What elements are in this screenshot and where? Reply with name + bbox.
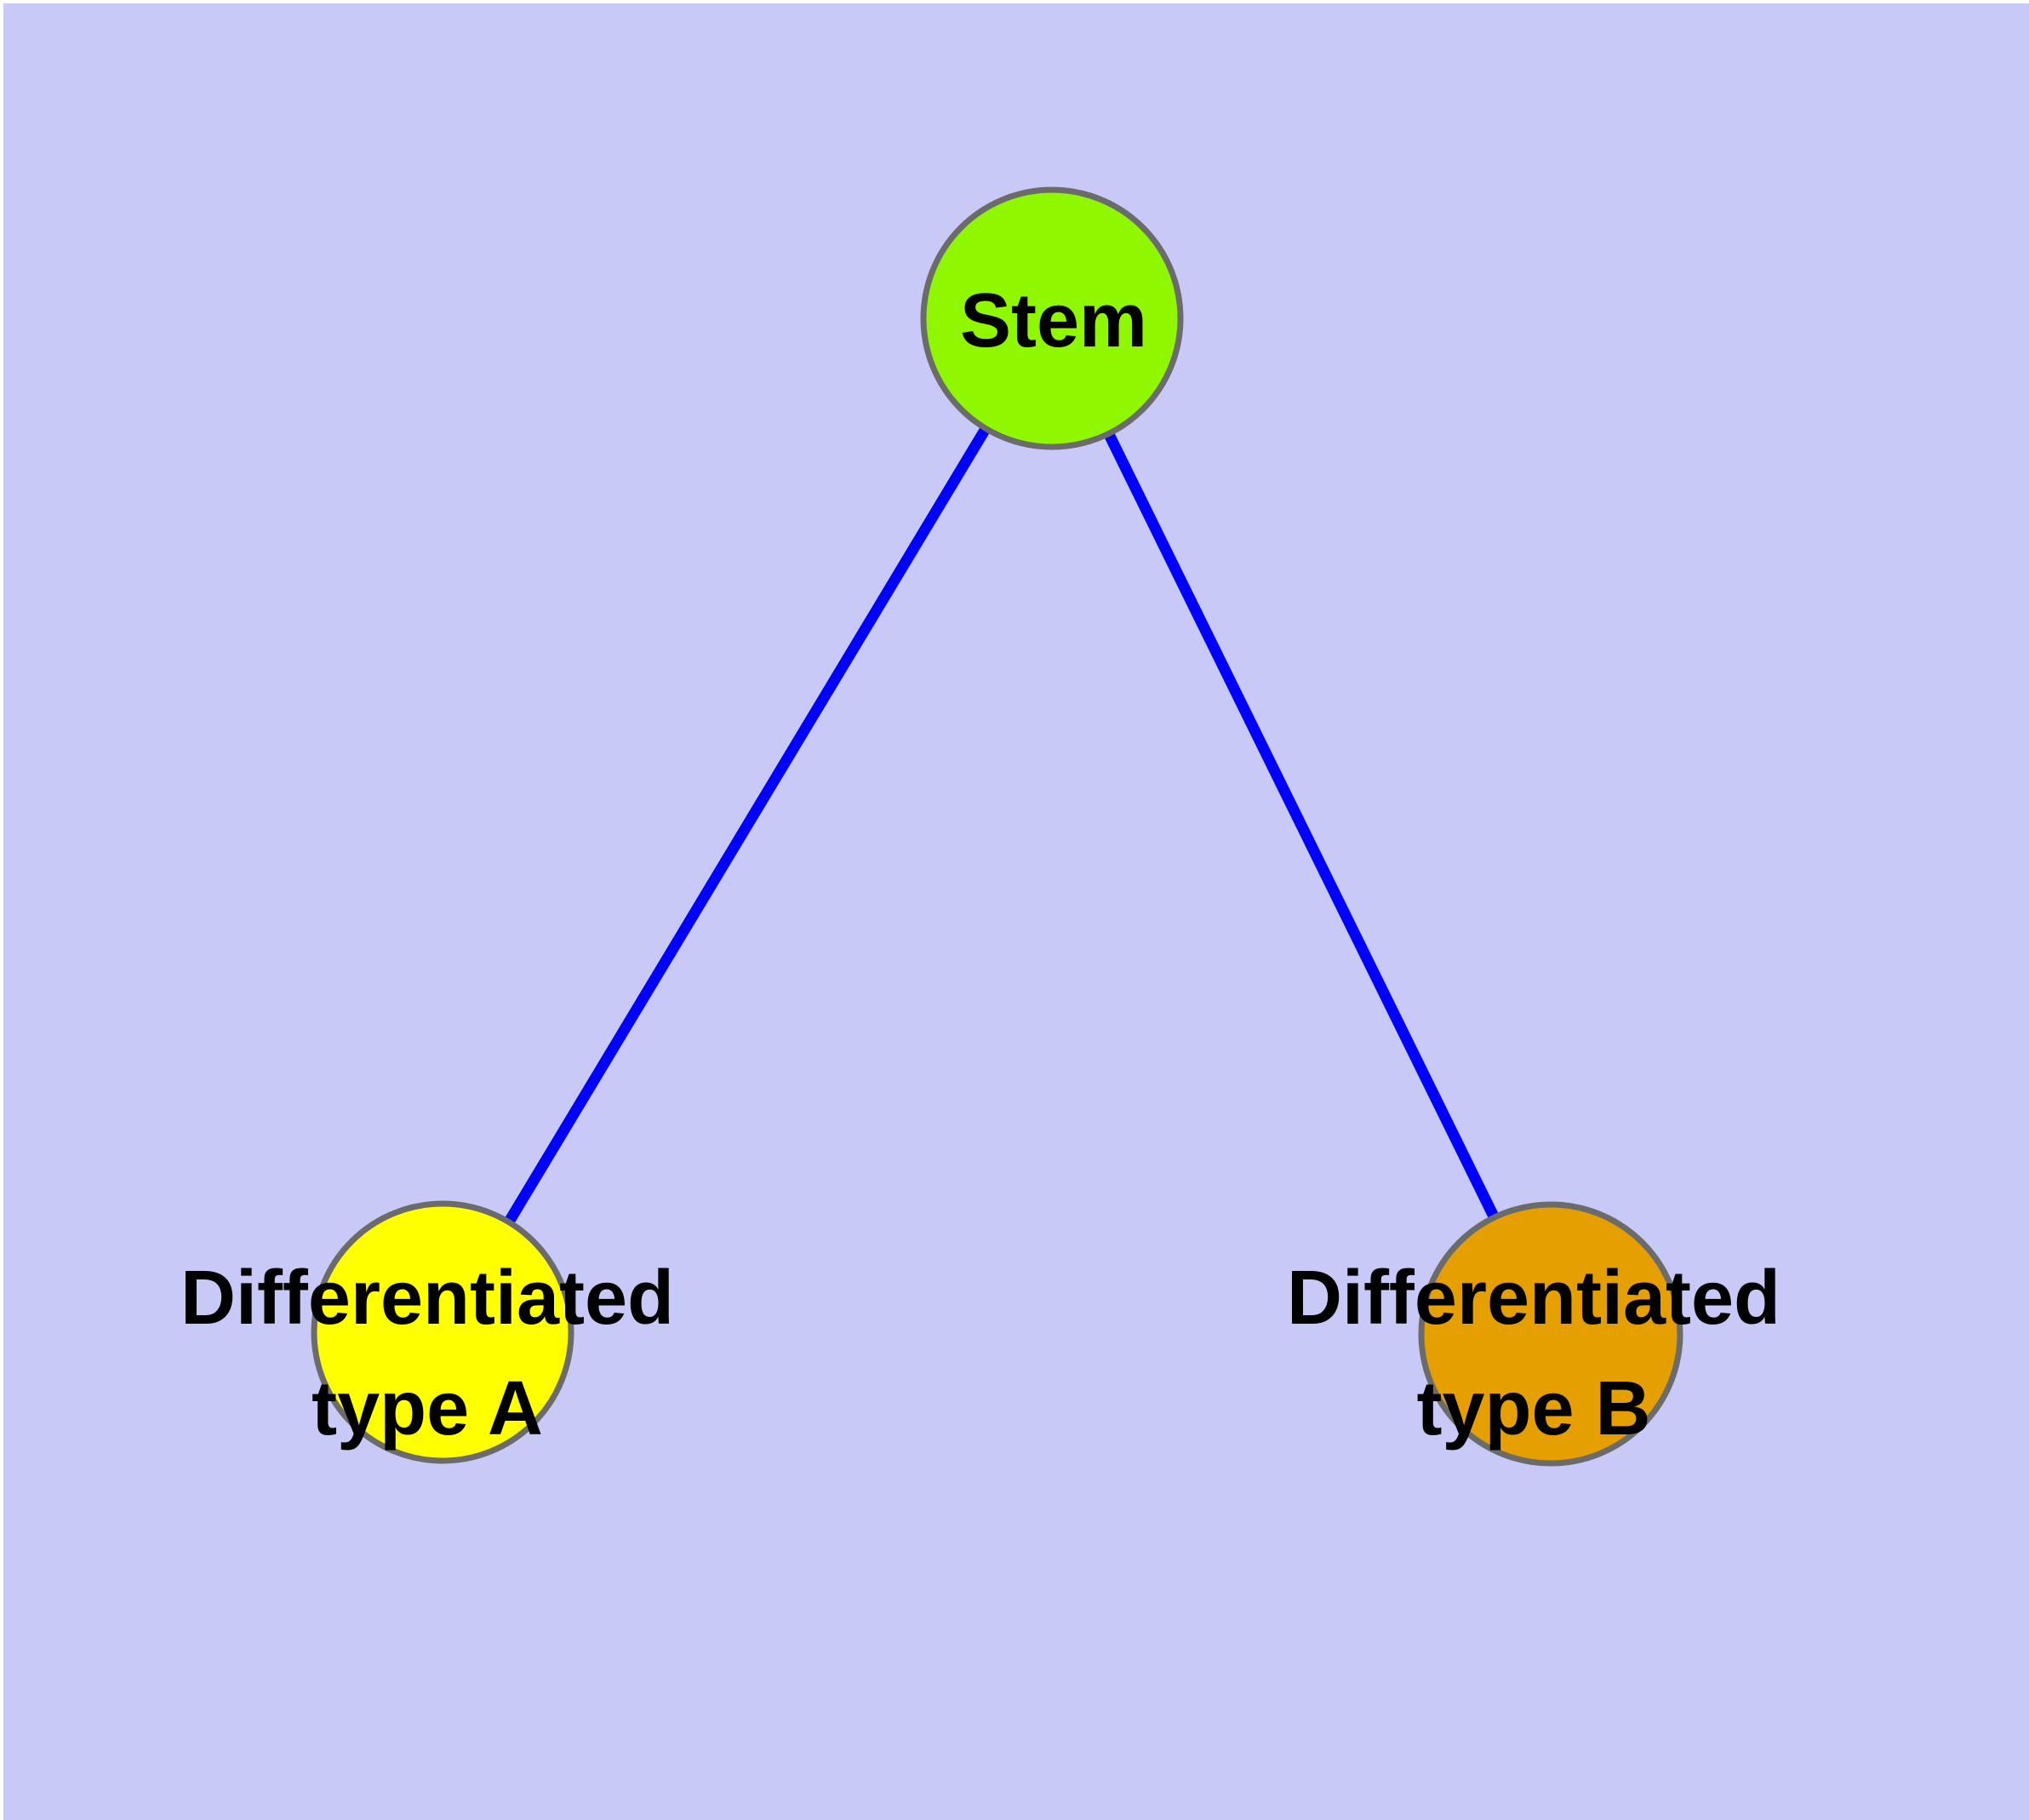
edge-stem-to-type-a [437,315,1057,1336]
node-type-a-label-line2: type A [311,1366,543,1451]
node-type-a-label-line1: Differentiated [180,1256,674,1341]
node-type-b-circle [1418,1201,1683,1467]
edge-stem-to-type-b [1047,316,1556,1335]
node-type-a-circle [311,1200,574,1464]
node-type-b-label-line2: type B [1416,1366,1650,1451]
node-type-b-label-line1: Differentiated [1287,1256,1780,1341]
node-stem-circle [920,186,1184,450]
node-stem-label: Stem [960,278,1147,363]
